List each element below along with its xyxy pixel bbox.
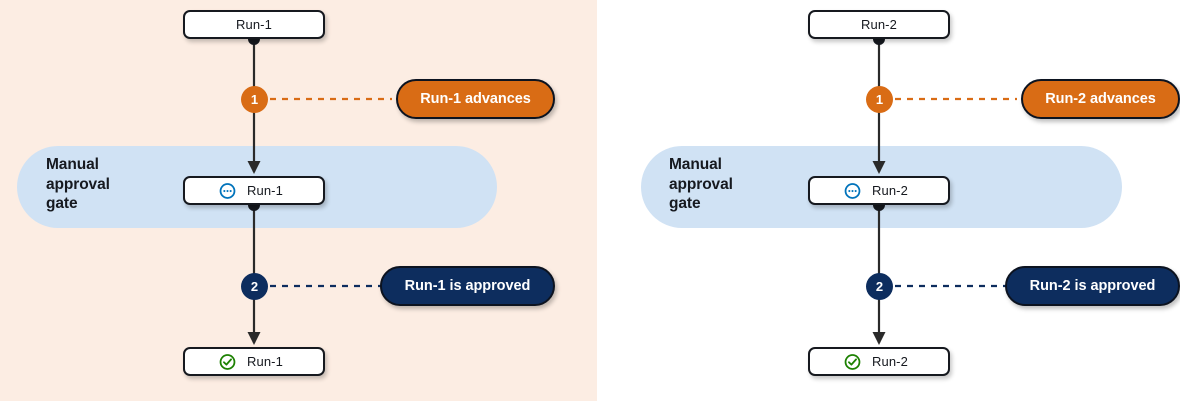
pipeline-node-succeeded[interactable]: Run-2 [808,347,950,376]
pipeline-node-source[interactable]: Run-2 [808,10,950,39]
step-badge-number: 1 [875,92,884,107]
callout-label: Run-1 advances [420,91,531,107]
step-badge-1[interactable]: 1 [241,86,268,113]
pipeline-node-label: Run-1 [247,354,283,369]
pipeline-panel-right: Manual approval gate Run-2 [597,0,1180,401]
pipeline-node-label: Run-2 [872,183,908,198]
callout-label: Run-2 advances [1045,91,1156,107]
pipeline-node-approval[interactable]: Run-1 [183,176,325,205]
pipeline-panel-left: Manual approval gate Run-1 [0,0,597,401]
callout-label: Run-1 is approved [404,278,531,294]
callout-label: Run-2 is approved [1029,278,1156,294]
pipeline-node-approval[interactable]: Run-2 [808,176,950,205]
step-badge-number: 1 [250,92,259,107]
step-badge-2[interactable]: 2 [866,273,893,300]
callout-run-approved[interactable]: Run-1 is approved [380,266,555,306]
success-check-icon [844,353,861,370]
step-badge-number: 2 [250,279,259,294]
pipeline-node-label: Run-1 [236,17,272,32]
success-check-icon [219,353,236,370]
pipeline-node-source[interactable]: Run-1 [183,10,325,39]
callout-run-approved[interactable]: Run-2 is approved [1005,266,1180,306]
callout-run-advances[interactable]: Run-1 advances [396,79,555,119]
pending-icon [219,182,236,199]
pipeline-node-label: Run-2 [861,17,897,32]
pending-icon [844,182,861,199]
pipeline-node-label: Run-2 [872,354,908,369]
callout-run-advances[interactable]: Run-2 advances [1021,79,1180,119]
step-badge-number: 2 [875,279,884,294]
manual-approval-gate-label: Manual approval gate [669,156,733,212]
step-badge-1[interactable]: 1 [866,86,893,113]
step-badge-2[interactable]: 2 [241,273,268,300]
pipeline-node-label: Run-1 [247,183,283,198]
manual-approval-gate-label: Manual approval gate [46,156,110,212]
pipeline-node-succeeded[interactable]: Run-1 [183,347,325,376]
